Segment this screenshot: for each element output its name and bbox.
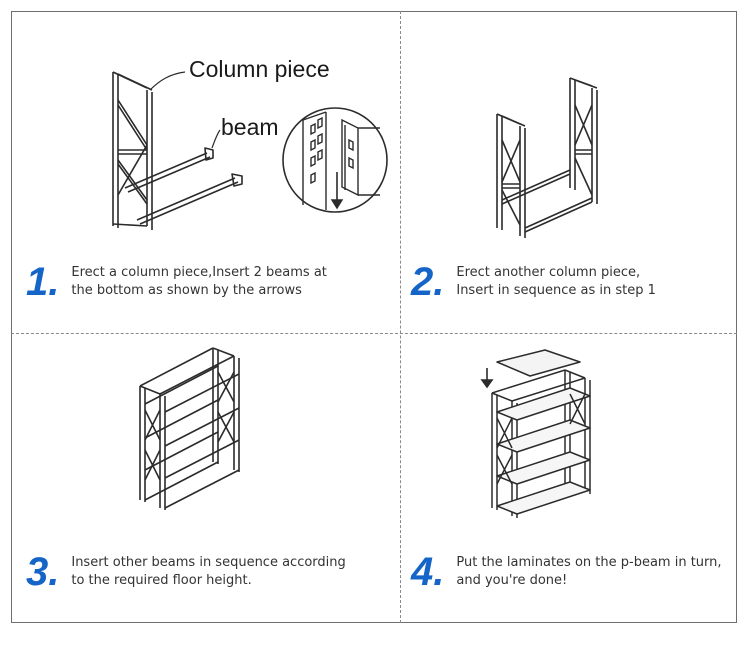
step-2-number: 2. (411, 260, 445, 304)
step-1-text: Erect a column piece,Insert 2 beams at t… (71, 265, 327, 298)
vertical-divider (400, 11, 401, 623)
step-2: 2. Erect another column piece, Insert in… (411, 262, 656, 302)
step-4-number: 4. (411, 550, 445, 594)
step4-illustration (480, 349, 591, 518)
step-2-text: Erect another column piece, Insert in se… (456, 265, 656, 298)
step-4: 4. Put the laminates on the p-beam in tu… (411, 552, 722, 592)
beam-label: beam (221, 114, 279, 140)
column-piece-label: Column piece (189, 56, 330, 82)
step3-illustration (139, 347, 240, 510)
step-4-text: Put the laminates on the p-beam in turn,… (456, 555, 722, 588)
step-3-text: Insert other beams in sequence according… (71, 555, 346, 588)
step-3: 3. Insert other beams in sequence accord… (26, 552, 346, 592)
step-3-number: 3. (26, 550, 60, 594)
step-1-number: 1. (26, 260, 60, 304)
step1-illustration (112, 71, 388, 230)
instruction-frame (11, 11, 737, 623)
horizontal-divider (11, 333, 737, 334)
step2-illustration (496, 77, 598, 238)
down-arrow-icon (480, 368, 494, 389)
slot-detail-magnifier (282, 107, 388, 213)
step-1: 1. Erect a column piece,Insert 2 beams a… (26, 262, 327, 302)
